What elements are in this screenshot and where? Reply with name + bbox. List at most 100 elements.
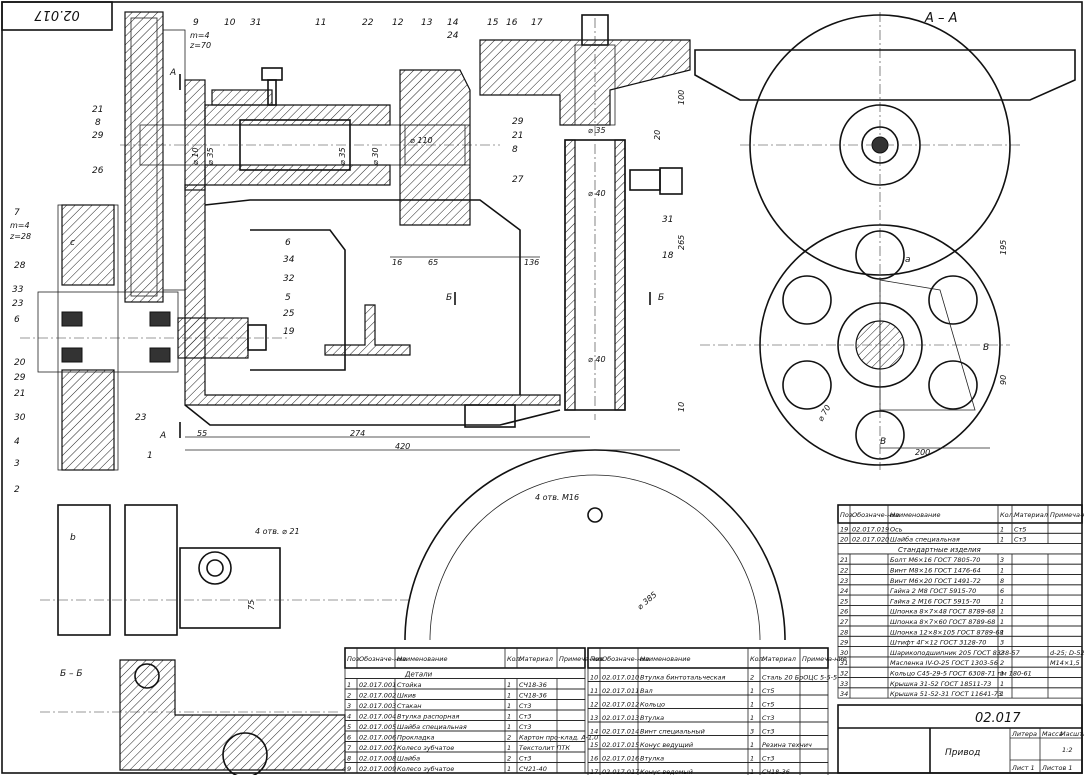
dim-d30: ⌀ 30 [371,147,380,165]
pos-6a: 6 [14,315,20,325]
spec_mid-cell: 1 [750,714,754,722]
dim-h16: 16 [392,258,402,267]
spec_mid-cell: 02.017.017 [602,768,640,775]
spec_mid-cell: 3 [750,728,754,736]
spec_left-section-title: Детали [404,671,433,679]
spec_mid-cell: Резина технич [762,741,812,749]
pos-12: 12 [392,18,404,28]
spec_right-cell: 1 [1000,618,1004,626]
dim-h136: 136 [524,258,539,267]
spec_right-cell: Ст3 [1014,536,1026,544]
spec_right-cell: 29 [840,639,848,647]
spec_mid-cell: Конус ведомый [640,768,693,775]
spec_left-cell: 8 [347,755,351,763]
spec_mid-cell: 13 [590,714,598,722]
spec_mid-cell: Сталь 20 БрОЦС 5-5-5 [762,674,837,682]
spec_right-cell: Шпонка 12×8×105 ГОСТ 8789-68 [890,628,1004,636]
pos-29b: 29 [14,373,26,383]
spec_right-cell: М14×1,5 [1050,659,1080,667]
spec_mid-cell: 10 [590,674,598,682]
spec_right-cell: 34 [840,690,848,698]
bottom-plan-view: b 4 отв. ⌀ 21 75 4 отв. М16 ⌀ 385 [40,449,786,641]
spec_right-cell: Ст5 [1014,525,1026,533]
title-mass: Масса [1042,730,1063,738]
mark-b: b [70,533,76,543]
pos-3: 3 [14,459,20,469]
pos-19: 19 [283,327,295,337]
spec_right-cell: Гайка 2 М16 ГОСТ 5915-70 [890,597,980,605]
spec_left-cell: СЧ18-36 [519,681,547,689]
spec_right-header-5: Примеча-ние [1050,511,1084,519]
spec_right-cell: Шайба специальная [890,536,960,544]
spec_mid-cell: Ст5 [762,701,774,709]
pos-5: 5 [285,293,291,303]
spec_right-cell: d-25; D-52 B-15 [1050,649,1084,657]
spec_right-cell: Крышка 51-52-31 ГОСТ 11641-73 [890,690,1002,698]
spec_left-cell: 02.017.006 [359,734,396,742]
spec_right-cell: 23 [840,577,848,585]
cut-v-bottom: В [880,437,886,447]
spec_left-cell: Шайба специальная [397,723,467,731]
spec_mid-cell: 2 [750,674,754,682]
pos-21a: 21 [92,105,103,115]
spec_mid-header-5: Примеча-ние [802,655,847,663]
spec_left-cell: 1 [347,681,351,689]
spec_mid-cell: Втулка [640,755,664,763]
dim-v20: 20 [653,130,662,140]
spec_mid-header-2: Наименование [640,655,691,663]
spec_mid-cell: 14 [590,728,598,736]
pos-26: 26 [92,166,104,176]
spec_mid-cell: 02.017.011 [602,687,639,695]
section-a-a: А – А 195 90 200 ⌀ 70 В В а [694,11,1076,470]
pos-16: 16 [506,18,518,28]
spec_left-cell: 1 [507,713,511,721]
spec_mid-cell: Кольцо [640,701,665,709]
spec_right-header-2: Наименование [890,511,941,519]
spec_left-header-0: Поз. [347,655,361,663]
pos-18: 18 [662,251,674,261]
spec_left-cell: Колесо зубчатое [397,765,454,773]
pos-23b: 23 [135,413,147,423]
dim-v10: 10 [677,402,686,412]
spec_right-header-4: Материал [1014,511,1048,519]
drawing-number-rotated: 02.017 [34,7,80,22]
dim-v265: 265 [677,235,686,250]
spec_mid-cell: 02.017.010 [602,674,639,682]
title-lit: Литера [1011,730,1037,738]
title-sheet: Лист 1 [1011,764,1035,772]
title-sheets: Листов 1 [1041,764,1072,772]
spec_left-cell: 2 [507,734,511,742]
spec_right-cell: Болт М6×16 ГОСТ 7805-70 [890,556,980,564]
main-dimensions: ⌀ 10 ⌀ 35 ⌀ 35 ⌀ 30 ⌀ 110 ⌀ 35 ⌀ 40 ⌀ 40… [70,68,686,451]
pos-14: 14 [447,18,459,28]
spec_mid-cell: Винт специальный [640,728,705,736]
spec_mid-cell: Ст3 [762,714,774,722]
spec_left-cell: 02.017.009 [359,765,396,773]
spec_mid-cell: 1 [750,755,754,763]
spec_mid-cell: 1 [750,701,754,709]
spec_right-cell: Винт М6×20 ГОСТ 1491-72 [890,577,981,585]
pos-10: 10 [224,18,236,28]
dim-h274: 274 [350,429,365,438]
position-labels: 9 10 31 11 22 12 13 14 24 15 16 17 21 8 … [9,18,674,495]
spec_right-cell: 2 [1000,659,1004,667]
spec_right-cell: 8 [1000,577,1004,585]
spec_right-cell: 24 [840,587,848,595]
pos-23a: 23 [12,299,24,309]
dim-d35a: ⌀ 35 [206,147,215,165]
spec_left-cell: 1 [507,692,511,700]
spec_right-cell: 1 [1000,536,1004,544]
spec_right-cell: Шарикоподшипник 205 ГОСТ 8338-57 [890,649,1021,657]
